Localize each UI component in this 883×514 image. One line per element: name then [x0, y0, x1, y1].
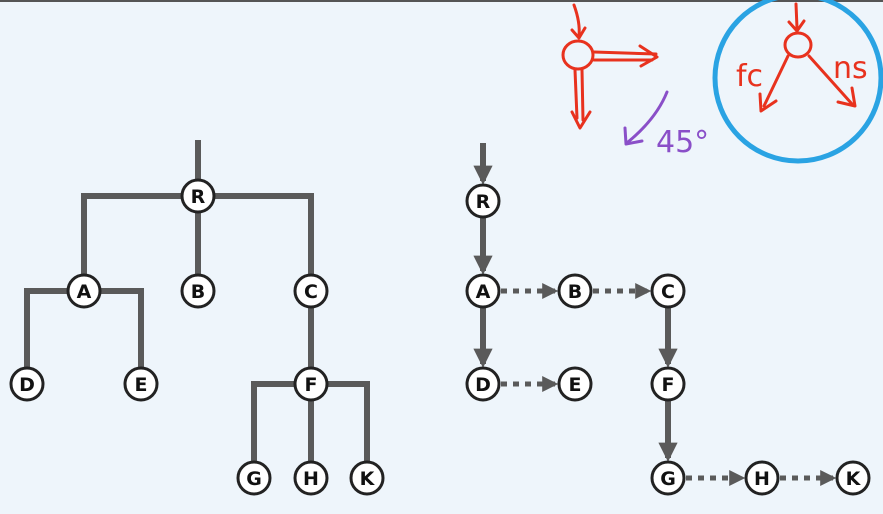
node-circle: [349, 460, 385, 496]
node-label: D: [19, 374, 35, 396]
node-circle: [293, 366, 329, 402]
first-child-next-sibling-tree: R A B C D E F G H K: [465, 143, 871, 496]
node-label: C: [661, 281, 675, 303]
node-label: H: [754, 468, 770, 490]
node-label: K: [846, 468, 862, 490]
node-circle: [66, 273, 102, 309]
node-circle: [180, 178, 216, 214]
node-label: R: [476, 191, 491, 213]
node-label: B: [568, 281, 582, 303]
node-label: K: [360, 468, 376, 490]
node-circle: [465, 273, 501, 309]
bt-node-H: H: [744, 460, 780, 496]
node-circle: [650, 366, 686, 402]
tree-nodes: R A B C D E F G H K: [9, 178, 385, 496]
tree-node-K: K: [349, 460, 385, 496]
node-label: C: [304, 281, 318, 303]
bt-node-E: E: [557, 366, 593, 402]
node-circle: [744, 460, 780, 496]
binary-tree-edges: [473, 143, 837, 487]
tree-edge-R-A: [81, 193, 182, 275]
bt-node-R: R: [465, 183, 501, 219]
tree-node-A: A: [66, 273, 102, 309]
bt-node-B: B: [557, 273, 593, 309]
node-label: G: [660, 468, 676, 490]
tree-node-G: G: [236, 460, 272, 496]
node-label: B: [191, 281, 205, 303]
tree-edge-A-E: [100, 288, 144, 368]
node-circle: [465, 366, 501, 402]
node-circle: [293, 273, 329, 309]
node-label: D: [475, 374, 491, 396]
red-fc-ns-sketch: [561, 3, 659, 130]
tree-edges: [24, 140, 370, 462]
next-sibling-label: ns: [833, 51, 868, 86]
node-circle: [465, 183, 501, 219]
node-label: G: [246, 468, 262, 490]
node-label: E: [569, 374, 582, 396]
tree-edge-F-G: [251, 381, 295, 462]
node-label: A: [476, 281, 491, 303]
tree-edge-F-K: [327, 381, 370, 462]
node-circle: [9, 366, 45, 402]
rotate-45-arrow-icon: 45°: [623, 90, 709, 160]
first-child-label: fc: [736, 59, 763, 94]
tree-edge-A-D: [24, 288, 68, 368]
node-label: F: [662, 374, 675, 396]
bt-node-G: G: [650, 460, 686, 496]
tree-node-H: H: [293, 460, 329, 496]
tree-node-E: E: [123, 366, 159, 402]
node-label: F: [305, 374, 318, 396]
bt-node-C: C: [650, 273, 686, 309]
node-circle: [557, 366, 593, 402]
node-circle: [123, 366, 159, 402]
tree-node-D: D: [9, 366, 45, 402]
bt-node-A: A: [465, 273, 501, 309]
node-circle: [650, 460, 686, 496]
tree-node-F: F: [293, 366, 329, 402]
tree-node-B: B: [180, 273, 216, 309]
node-circle: [293, 460, 329, 496]
node-circle: [180, 273, 216, 309]
general-tree: R A B C D E F G H K: [9, 140, 385, 496]
node-label: E: [135, 374, 148, 396]
bt-node-F: F: [650, 366, 686, 402]
blue-circle-highlight-icon: fc ns: [712, 0, 883, 164]
node-label: R: [191, 186, 206, 208]
node-circle: [835, 460, 871, 496]
node-circle: [236, 460, 272, 496]
bt-node-K: K: [835, 460, 871, 496]
node-circle: [650, 273, 686, 309]
angle-label: 45°: [656, 125, 709, 160]
tree-node-C: C: [293, 273, 329, 309]
node-label: H: [303, 468, 319, 490]
node-label: A: [77, 281, 92, 303]
node-circle: [557, 273, 593, 309]
bt-node-D: D: [465, 366, 501, 402]
binary-tree-nodes: R A B C D E F G H K: [465, 183, 871, 496]
tree-node-R: R: [180, 178, 216, 214]
tree-edge-R-C: [214, 193, 314, 275]
